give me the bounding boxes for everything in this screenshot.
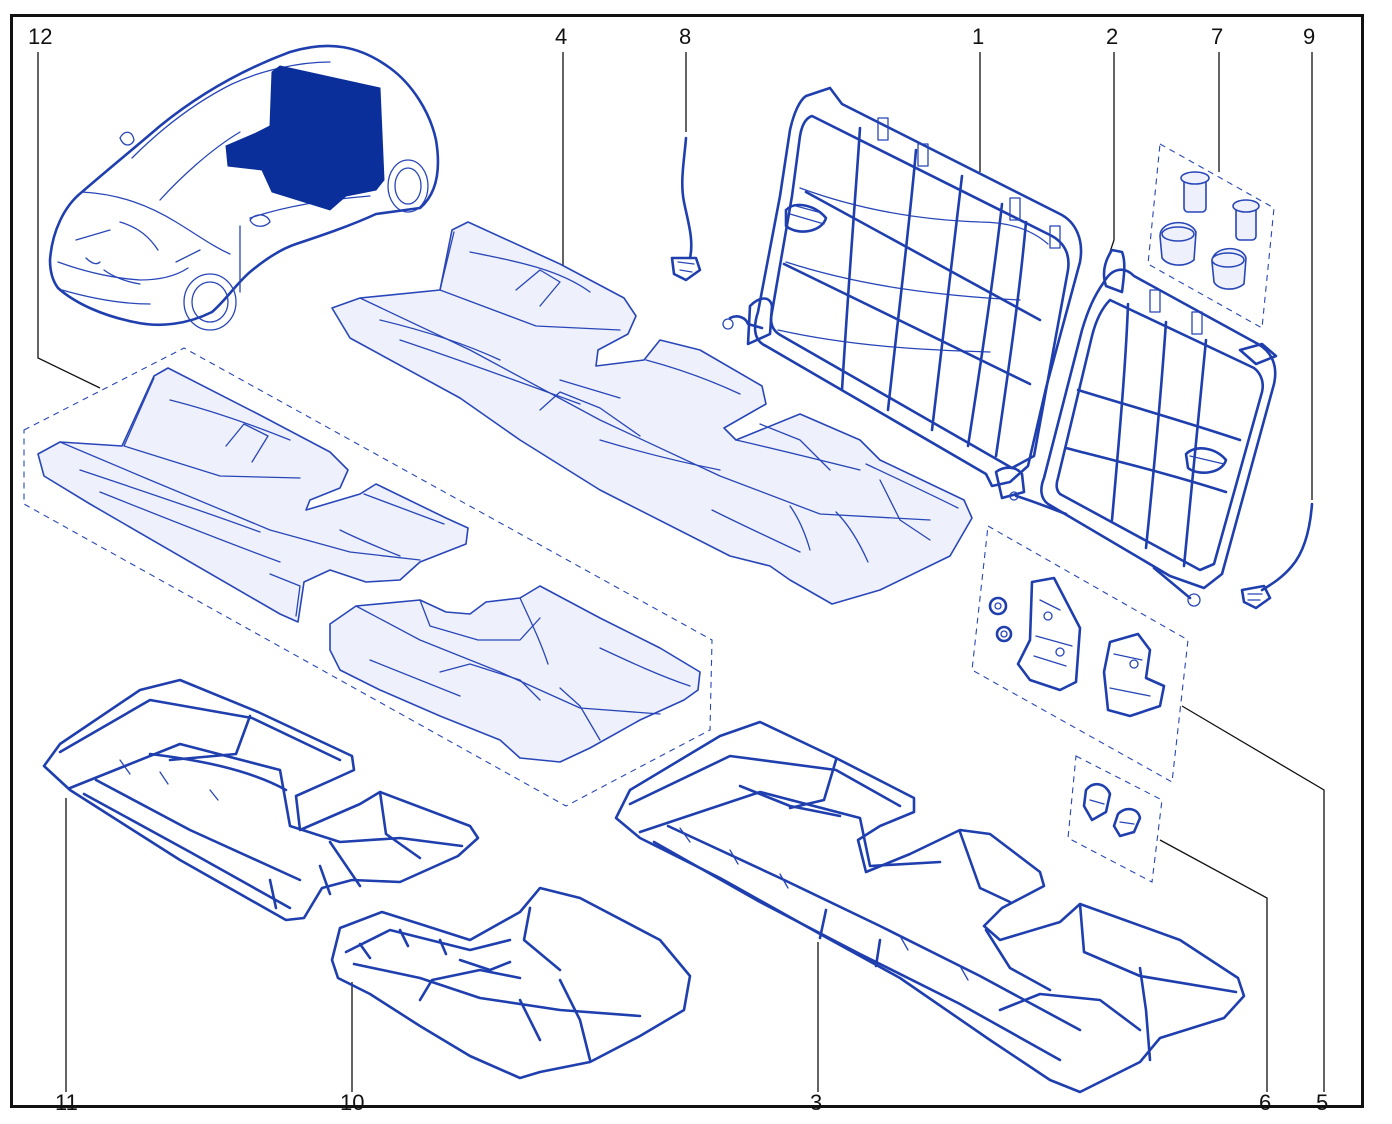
callout-8: 8 xyxy=(679,24,691,49)
vehicle-locator-illustration xyxy=(48,44,440,331)
clip-set-7 xyxy=(1147,143,1275,329)
seat-cushion-foam-12 xyxy=(23,347,713,807)
wire-frame-3 xyxy=(614,720,1246,1094)
seatback-frame-1 xyxy=(722,86,1083,500)
callout-11: 11 xyxy=(55,1090,78,1115)
callout-10: 10 xyxy=(340,1090,364,1115)
leader-lines xyxy=(37,52,1325,1092)
callout-5: 5 xyxy=(1316,1090,1328,1115)
callout-7: 7 xyxy=(1211,24,1223,49)
callout-4: 4 xyxy=(555,24,567,49)
hinge-bracket-set-5 xyxy=(971,525,1189,783)
callout-1: 1 xyxy=(972,24,984,49)
cable-harness-9 xyxy=(1240,502,1314,610)
callout-9: 9 xyxy=(1303,24,1315,49)
callout-12: 12 xyxy=(28,24,52,49)
cable-harness-8 xyxy=(670,136,702,282)
clip-set-6 xyxy=(1067,755,1163,883)
callout-6: 6 xyxy=(1259,1090,1271,1115)
callout-3: 3 xyxy=(810,1090,822,1115)
callout-2: 2 xyxy=(1106,24,1118,49)
wire-frame-10 xyxy=(330,886,692,1080)
seat-cushion-foam-4 xyxy=(331,221,973,605)
seatback-frame-2 xyxy=(1009,248,1278,607)
wire-frame-11 xyxy=(42,678,480,922)
